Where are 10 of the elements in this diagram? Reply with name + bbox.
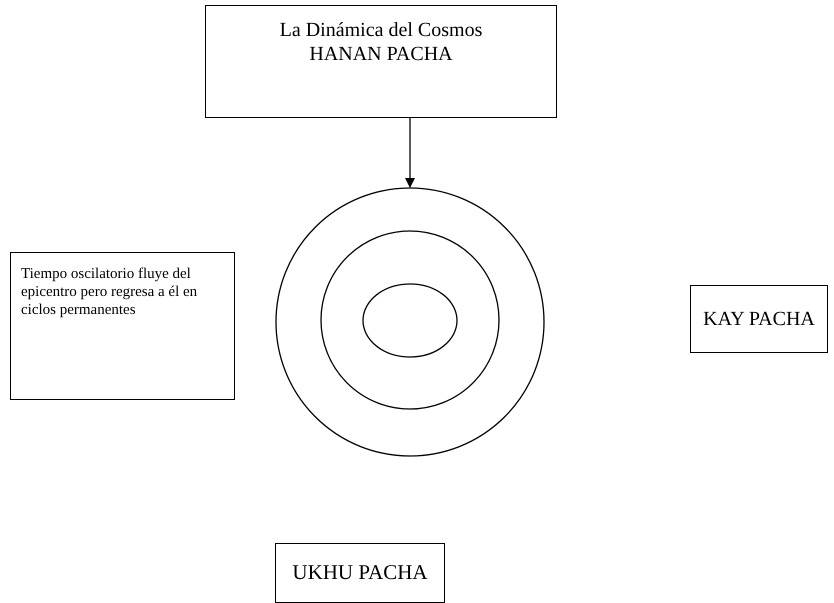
subheading-text: HANAN PACHA — [308, 42, 454, 66]
label-text: KAY PACHA — [702, 307, 816, 331]
heading-text: La Dinámica del Cosmos — [278, 18, 484, 42]
text-box — [205, 5, 557, 118]
text-box — [10, 252, 235, 400]
label-text: UKHU PACHA — [291, 560, 429, 586]
text-box — [275, 543, 445, 603]
arrow — [405, 118, 415, 188]
label-text: Tiempo oscilatorio fluye del epicentro pero regresa a él en ciclos permanentes — [21, 265, 198, 319]
text-box — [690, 285, 828, 353]
